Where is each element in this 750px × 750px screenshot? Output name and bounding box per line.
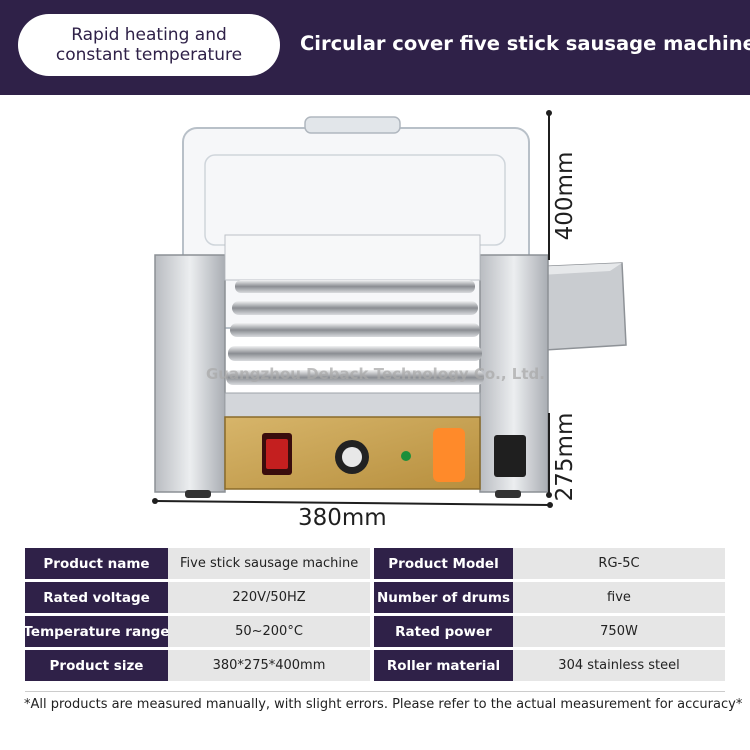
- spec-label: Product name: [25, 548, 168, 579]
- page-title: Circular cover five stick sausage machin…: [300, 32, 750, 55]
- clear-cover: [182, 116, 530, 329]
- side-drip-tray: [529, 262, 627, 351]
- control-panel: [224, 416, 481, 490]
- spec-label: Rated voltage: [25, 582, 168, 613]
- spec-label: Product Model: [374, 548, 513, 579]
- left-housing: [154, 254, 226, 493]
- rollers: [226, 280, 484, 385]
- watermark: Guangzhou Deback Technology Co., Ltd.: [206, 365, 545, 383]
- body-height-dimension-label: 275mm: [552, 412, 578, 502]
- total-height-dimension-label: 400mm: [552, 151, 578, 241]
- spec-value: 750W: [513, 616, 725, 647]
- spec-label: Product size: [25, 650, 168, 681]
- spec-table: Product name Five stick sausage machine …: [25, 548, 725, 681]
- dimension-lines: [154, 113, 551, 506]
- power-socket: [494, 435, 526, 477]
- width-dimension-label: 380mm: [298, 505, 387, 531]
- feature-badge: Rapid heating and constant temperature: [18, 14, 280, 76]
- spec-label: Number of drums: [374, 582, 513, 613]
- sausage-machine-illustration: [152, 110, 627, 508]
- footnote: *All products are measured manually, wit…: [24, 697, 743, 712]
- divider: [25, 691, 725, 692]
- header-banner: Rapid heating and constant temperature C…: [0, 0, 750, 95]
- spec-value: Five stick sausage machine: [168, 548, 370, 579]
- sausage-sticker: [433, 428, 465, 482]
- product-image-area: Guangzhou Deback Technology Co., Ltd. 38…: [0, 95, 750, 535]
- spec-value: five: [513, 582, 725, 613]
- spec-value: 50~200°C: [168, 616, 370, 647]
- spec-value: 220V/50HZ: [168, 582, 370, 613]
- spec-label: Rated power: [374, 616, 513, 647]
- spec-label: Roller material: [374, 650, 513, 681]
- spec-value: 304 stainless steel: [513, 650, 725, 681]
- spec-label: Temperature range: [25, 616, 168, 647]
- spec-value: RG-5C: [513, 548, 725, 579]
- indicator-light: [401, 451, 411, 461]
- spec-value: 380*275*400mm: [168, 650, 370, 681]
